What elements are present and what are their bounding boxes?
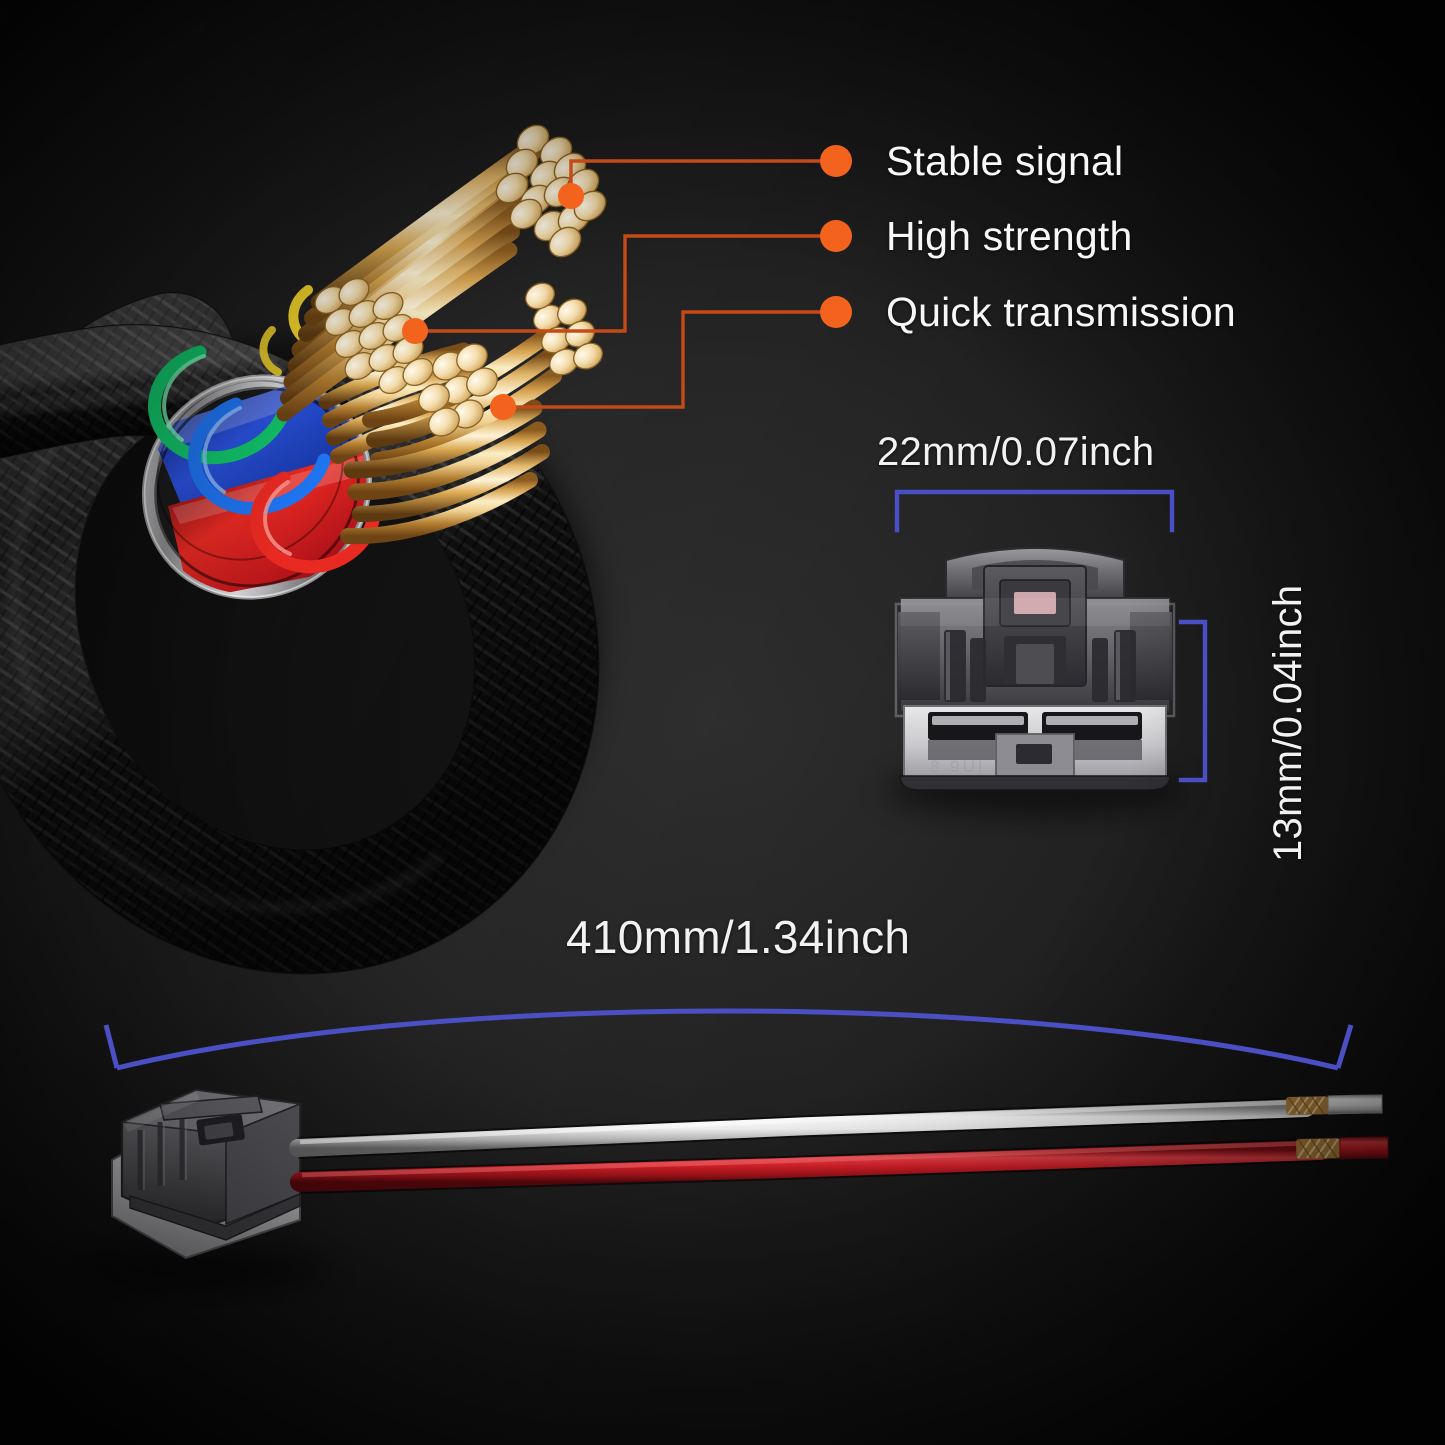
copper-bundle-left: [314, 277, 484, 464]
dimension-label-connector-height: 13mm/0.04inch: [1266, 584, 1310, 862]
wire-harness-assembly: [70, 1088, 1389, 1292]
red-wire: [290, 1136, 1389, 1194]
dimension-bracket-connector-width: [894, 489, 1175, 533]
braided-cable-loop: [0, 292, 600, 975]
anchor-dot-high-strength: [402, 318, 428, 344]
dimension-bracket-connector-height: [1178, 619, 1208, 783]
bullet-dot-high-strength: [820, 220, 852, 252]
leader-line-quick-transmission: [503, 310, 828, 409]
feature-label-high-strength: High strength: [886, 213, 1133, 259]
leader-line-stable-signal: [569, 159, 828, 196]
feature-label-quick-transmission: Quick transmission: [886, 289, 1236, 335]
cable-cross-section: [141, 285, 396, 600]
dimension-label-connector-width: 22mm/0.07inch: [877, 430, 1155, 474]
copper-wire-bundles: [276, 124, 607, 545]
feature-leader-lines: [415, 159, 828, 409]
feature-anchor-dots: [402, 183, 584, 420]
bullet-dot-stable-signal: [820, 145, 852, 177]
svg-text:8 9UI: 8 9UI: [930, 757, 986, 776]
anchor-dot-stable-signal: [558, 183, 584, 209]
white-wire: [289, 1094, 1383, 1159]
red-wire-copper-tip: [1296, 1136, 1389, 1160]
leader-line-high-strength: [415, 234, 828, 333]
feature-bullet-dots: [820, 145, 852, 328]
white-wire-copper-tip: [1286, 1094, 1383, 1115]
bundle-left-cut-faces: [314, 277, 434, 395]
anchor-dot-quick-transmission: [490, 394, 516, 420]
bundle-upper-cut-faces: [495, 124, 607, 258]
dimension-label-harness-length: 410mm/1.34inch: [566, 911, 911, 963]
copper-bundle-lower: [340, 343, 550, 545]
dimension-bracket-harness-length: [103, 1008, 1354, 1071]
bundle-right-cut-faces: [525, 282, 603, 376]
bullet-dot-quick-transmission: [820, 296, 852, 328]
connector-front-view: 8 9UI: [885, 547, 1185, 816]
harness-connector: [70, 1088, 330, 1292]
bundle-lower-cut-faces: [418, 343, 498, 437]
copper-bundle-upper: [276, 124, 607, 422]
copper-bundle-right: [362, 282, 603, 468]
feature-label-stable-signal: Stable signal: [886, 138, 1124, 184]
